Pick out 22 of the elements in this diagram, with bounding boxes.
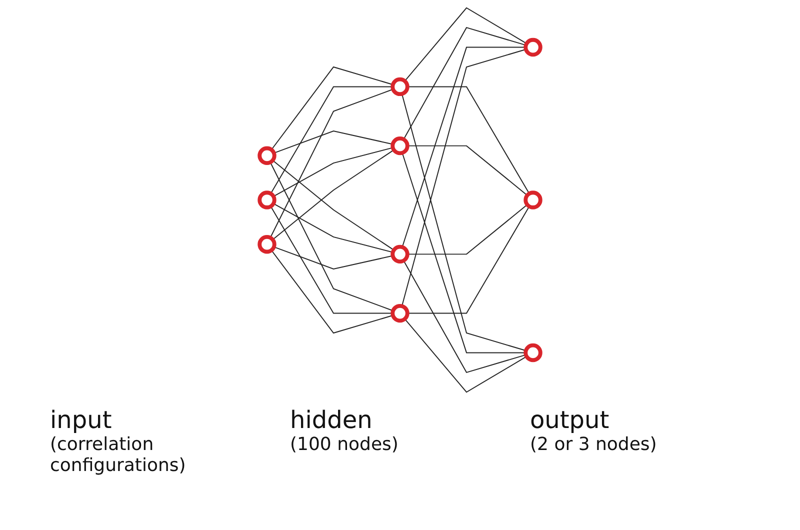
connector bbox=[272, 203, 394, 253]
connector bbox=[401, 48, 526, 307]
connector bbox=[270, 206, 394, 314]
connector bbox=[272, 149, 394, 240]
connector bbox=[270, 250, 394, 334]
layer-label: output bbox=[530, 406, 610, 434]
connector bbox=[270, 162, 394, 312]
connector bbox=[270, 86, 394, 194]
connector bbox=[403, 27, 526, 140]
connector bbox=[404, 318, 528, 393]
connector bbox=[270, 66, 394, 150]
connector bbox=[403, 260, 526, 373]
layer-note: (100 nodes) bbox=[290, 434, 400, 457]
layer-label: hidden bbox=[290, 406, 374, 434]
connector bbox=[272, 160, 394, 251]
connector bbox=[270, 88, 394, 238]
layer-note: (correlation configurations) bbox=[50, 434, 187, 476]
connector bbox=[401, 93, 526, 352]
layer-label: input bbox=[50, 406, 113, 434]
connector bbox=[404, 7, 528, 82]
connector bbox=[272, 147, 394, 197]
layer-note: (2 or 3 nodes) bbox=[530, 434, 658, 457]
